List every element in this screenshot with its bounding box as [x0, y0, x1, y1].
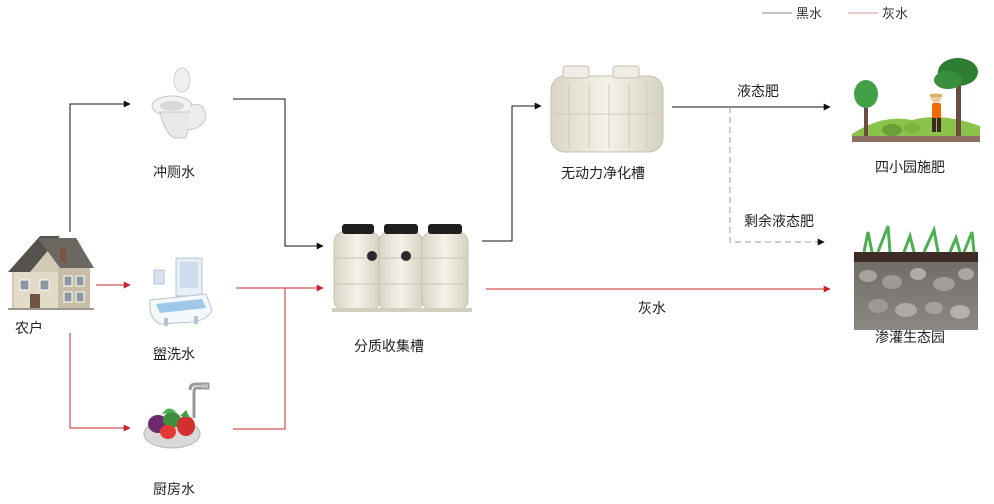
node-kitchen-water-label: 厨房水 — [153, 482, 195, 498]
edge-collection-purification — [482, 102, 542, 242]
node-infiltration-garden-label: 渗灌生态园 — [875, 330, 945, 346]
purification-tank-icon — [550, 65, 664, 153]
soil-layer-icon — [854, 225, 978, 330]
edge-household-kitchen — [69, 333, 131, 432]
house-icon — [8, 236, 94, 310]
garden-farmer-icon — [852, 58, 980, 142]
toilet-icon — [151, 67, 207, 139]
edge-household-toilet — [69, 100, 131, 232]
node-household-label: 农户 — [15, 320, 43, 337]
legend: 黑水 灰水 — [762, 7, 908, 22]
triple-tank-icon — [332, 224, 472, 312]
edge-remaining-fertilizer-label: 剩余液态肥 — [744, 213, 814, 230]
node-toilet-water-label: 冲厕水 — [153, 165, 195, 181]
node-garden-fertilizing-label: 四小园施肥 — [875, 160, 945, 176]
edge-toilet-collection — [233, 98, 324, 250]
edge-remaining-fertilizer — [729, 107, 825, 246]
legend-black-water-label: 黑水 — [796, 7, 822, 22]
node-collection-tank-label: 分质收集槽 — [354, 338, 424, 355]
bathtub-icon — [149, 257, 213, 326]
edge-liquid-fertilizer-label: 液态肥 — [737, 84, 779, 100]
legend-grey-water-label: 灰水 — [882, 7, 908, 22]
edge-grey-water-label: 灰水 — [638, 301, 666, 317]
node-purification-tank-label: 无动力净化槽 — [561, 166, 645, 182]
edge-kitchen-collection — [233, 284, 324, 430]
connectors — [69, 98, 831, 432]
vegetables-sink-icon — [143, 382, 210, 449]
node-washing-water-label: 盥洗水 — [153, 347, 195, 363]
